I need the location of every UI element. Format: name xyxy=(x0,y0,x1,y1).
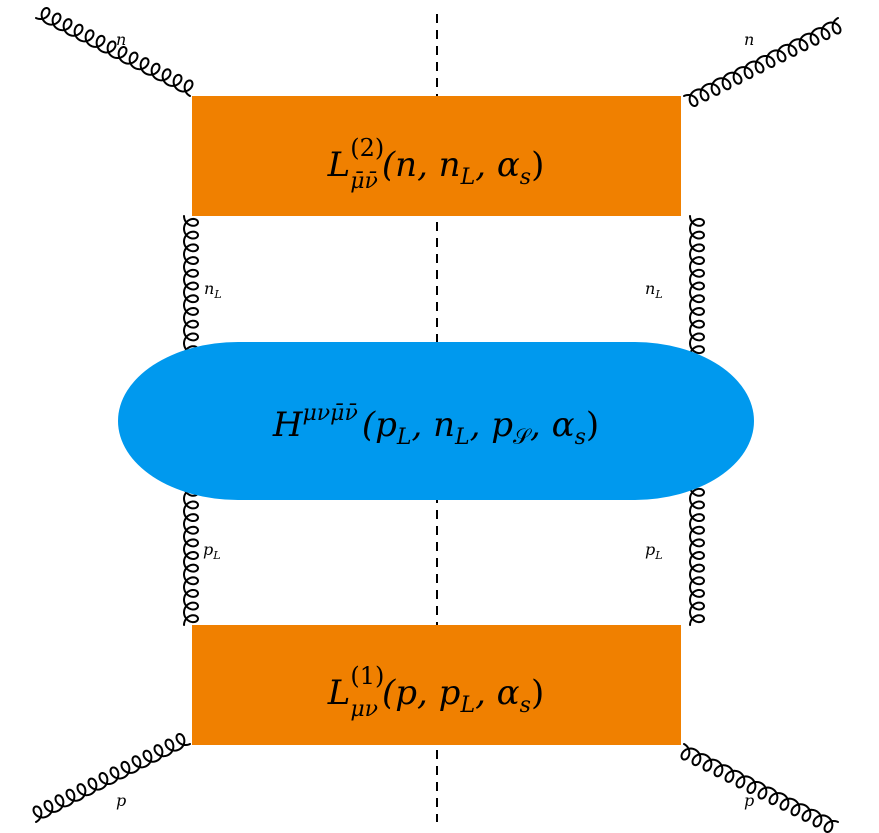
label-p-bottom-right: p xyxy=(744,791,754,810)
gluon-p-bottom-right xyxy=(680,743,839,833)
gluon-nL-right xyxy=(689,215,705,357)
label-nL-left: nL xyxy=(204,279,222,301)
gluon-n-top-left xyxy=(35,7,194,97)
soft-function-label-lower: L(1)μν(p, pL, αs) xyxy=(327,662,544,722)
label-n-top-left: n xyxy=(116,30,126,49)
label-nL-right: nL xyxy=(645,279,663,301)
gluon-pL-right xyxy=(689,485,705,626)
gluon-pL-left xyxy=(183,485,199,626)
soft-function-box-lower xyxy=(192,625,681,745)
gluon-n-top-right xyxy=(683,17,842,107)
soft-function-box-upper xyxy=(192,96,681,216)
gluon-p-bottom-left xyxy=(32,733,191,823)
gluon-nL-left xyxy=(183,215,199,357)
hard-function-blob xyxy=(118,342,754,500)
hard-function-label: Hμνμ̄ν̄(pL, nL, p𝒮, αs) xyxy=(272,401,599,450)
label-pL-right: pL xyxy=(645,540,663,562)
label-n-top-right: n xyxy=(744,30,754,49)
soft-function-label-upper: L(2)μ̄ν̄(n, nL, αs) xyxy=(327,134,545,194)
label-pL-left: pL xyxy=(203,540,221,562)
label-p-bottom-left: p xyxy=(116,791,126,810)
gluon-lines xyxy=(32,7,842,833)
